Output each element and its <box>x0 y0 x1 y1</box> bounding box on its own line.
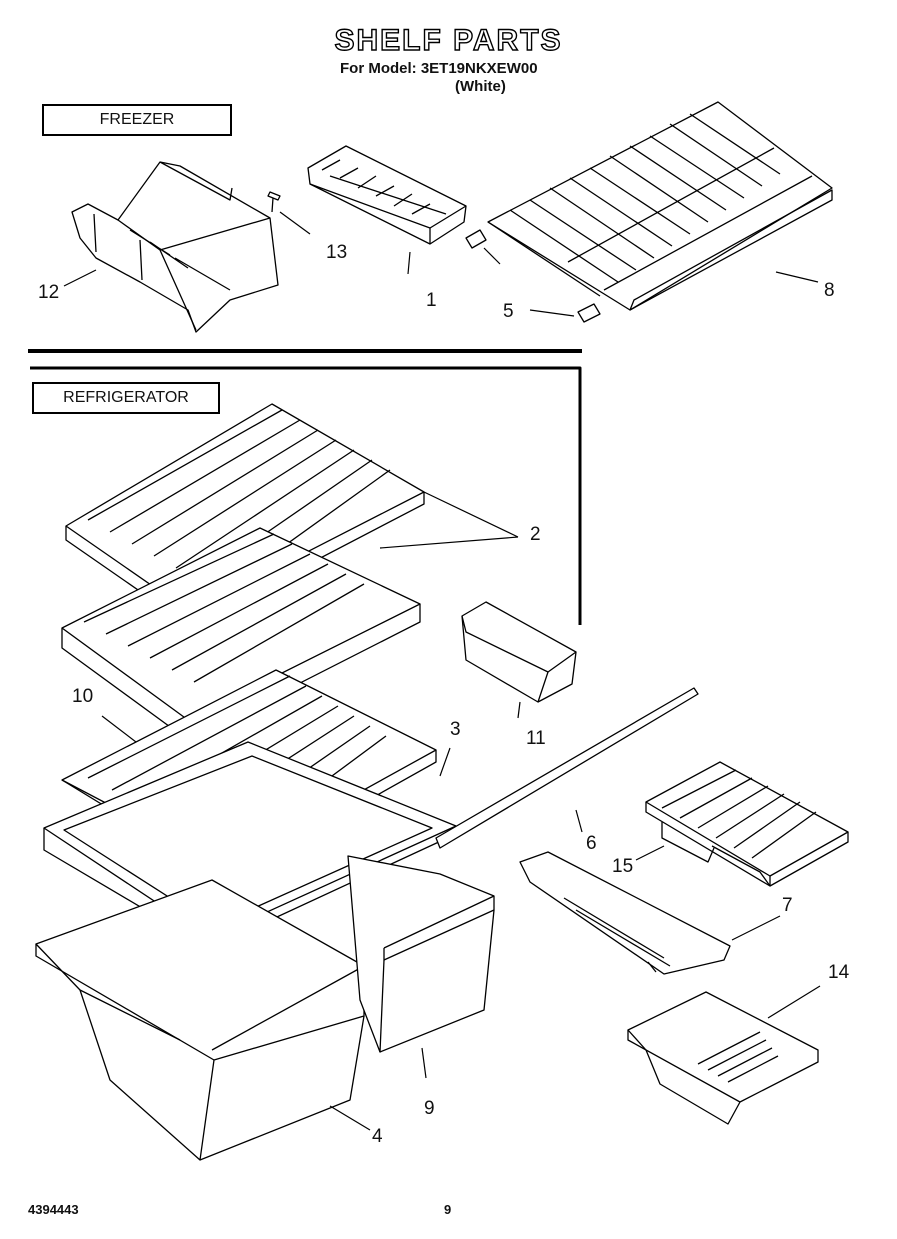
callout-9: 9 <box>424 1098 435 1119</box>
freezer-label-text: FREEZER <box>99 111 175 128</box>
callout-13: 13 <box>326 242 348 263</box>
callout-6: 6 <box>586 833 597 854</box>
part-14-meat-drawer <box>628 992 818 1124</box>
refrigerator-label-text: REFRIGERATOR <box>63 389 189 406</box>
part-5-shelf-support-lower <box>578 304 600 322</box>
part-11-small-bin <box>462 602 576 702</box>
leader-lines <box>64 212 820 1130</box>
part-15-meat-drawer-cover <box>646 762 848 886</box>
part-6-trim-strip <box>436 688 698 848</box>
part-8-freezer-wire-shelf <box>488 102 832 310</box>
callout-10: 10 <box>72 686 94 707</box>
callout-12: 12 <box>38 282 60 303</box>
callout-8: 8 <box>824 280 835 301</box>
part-5-shelf-support-upper <box>466 230 486 248</box>
callout-5: 5 <box>503 301 514 322</box>
callout-4: 4 <box>372 1126 383 1147</box>
callout-11: 11 <box>526 728 546 749</box>
color-line: (White) <box>455 78 506 95</box>
callout-14: 14 <box>828 962 850 983</box>
part-9-crisper-drawer-small <box>348 856 494 1052</box>
footer-part-number: 4394443 <box>28 1202 79 1217</box>
callout-15: 15 <box>612 856 634 877</box>
part-13-screw <box>268 192 280 212</box>
model-line: For Model: 3ET19NKXEW00 <box>340 60 538 77</box>
part-1-ice-tray <box>308 146 466 244</box>
freezer-section-label: FREEZER <box>42 104 232 136</box>
part-12-freezer-basket <box>72 162 278 332</box>
refrigerator-frame-line <box>30 368 580 625</box>
footer-page-number: 9 <box>444 1202 452 1217</box>
callout-3: 3 <box>450 719 461 740</box>
page-title: SHELF PARTS <box>334 23 563 57</box>
part-4-crisper-drawer <box>36 880 364 1160</box>
callout-2: 2 <box>530 524 541 545</box>
callout-1: 1 <box>426 290 437 311</box>
callout-7: 7 <box>782 895 793 916</box>
part-7-cover-support <box>520 852 730 974</box>
refrigerator-section-label: REFRIGERATOR <box>32 382 220 414</box>
